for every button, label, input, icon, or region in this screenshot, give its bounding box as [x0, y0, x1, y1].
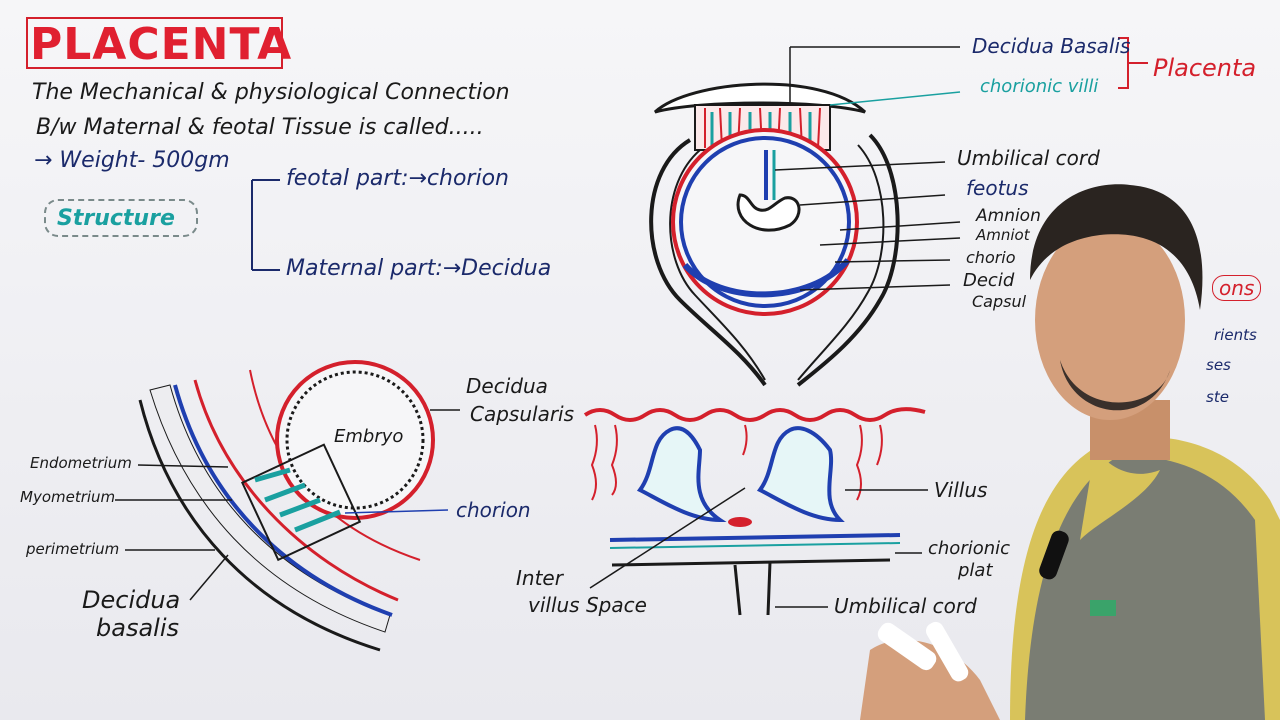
- label-chorion-top: chorio: [966, 248, 1016, 267]
- label-endometrium: Endometrium: [30, 454, 132, 472]
- label-gases-partial: ses: [1206, 356, 1231, 374]
- label-nutrients-partial: rients: [1214, 326, 1257, 344]
- label-chorionic-villi: chorionic villi: [980, 76, 1099, 97]
- structure-label: Structure: [57, 206, 175, 231]
- title-frame: [26, 17, 283, 69]
- label-waste-partial: ste: [1206, 388, 1229, 406]
- label-villus: Villus: [934, 478, 988, 502]
- label-chorion-left: chorion: [456, 498, 531, 522]
- villus-diagram: [583, 407, 928, 616]
- label-myometrium: Myometrium: [20, 488, 116, 506]
- label-umbilical-cord-top: Umbilical cord: [957, 146, 1100, 170]
- label-chorionic-plate-1: chorionic: [928, 538, 1011, 559]
- label-umbilical-cord-bottom: Umbilical cord: [834, 594, 977, 618]
- label-perimetrium: perimetrium: [26, 540, 120, 558]
- label-feotus: feotus: [966, 176, 1029, 200]
- label-decidua-basalis-2: basalis: [96, 614, 179, 642]
- label-functions-partial: ons: [1212, 275, 1262, 301]
- structure-tree: [251, 179, 280, 271]
- page-title: PLACENTA: [30, 19, 293, 70]
- label-placenta: Placenta: [1153, 54, 1257, 82]
- weight-text: → Weight- 500gm: [34, 148, 230, 173]
- feotal-part-text: feotal part:→chorion: [286, 166, 509, 191]
- top-uterus-diagram: [649, 37, 1148, 387]
- label-inter-villus-1: Inter: [516, 566, 563, 590]
- label-decidua-basalis-1: Decidua: [82, 586, 181, 614]
- definition-line-2: B/w Maternal & feotal Tissue is called..…: [36, 115, 484, 140]
- presenter: [860, 184, 1280, 720]
- label-inter-villus-2: villus Space: [528, 593, 647, 617]
- label-amnion: Amnion: [976, 206, 1041, 226]
- label-amniotic: Amniot: [976, 226, 1030, 244]
- structure-frame: [44, 199, 198, 237]
- label-decidua-basalis: Decidua Basalis: [972, 34, 1131, 58]
- label-chorionic-plate-2: plat: [958, 560, 993, 581]
- label-decidua-top: Decid: [963, 270, 1015, 291]
- label-embryo: Embryo: [334, 426, 404, 447]
- label-capsularis-top: Capsul: [972, 292, 1027, 311]
- label-decidua-capsularis-2: Capsularis: [470, 402, 575, 426]
- left-implantation-diagram: [115, 360, 460, 652]
- label-decidua-capsularis-1: Decidua: [466, 374, 548, 398]
- maternal-part-text: Maternal part:→Decidua: [286, 256, 552, 281]
- definition-line-1: The Mechanical & physiological Connectio…: [32, 80, 510, 105]
